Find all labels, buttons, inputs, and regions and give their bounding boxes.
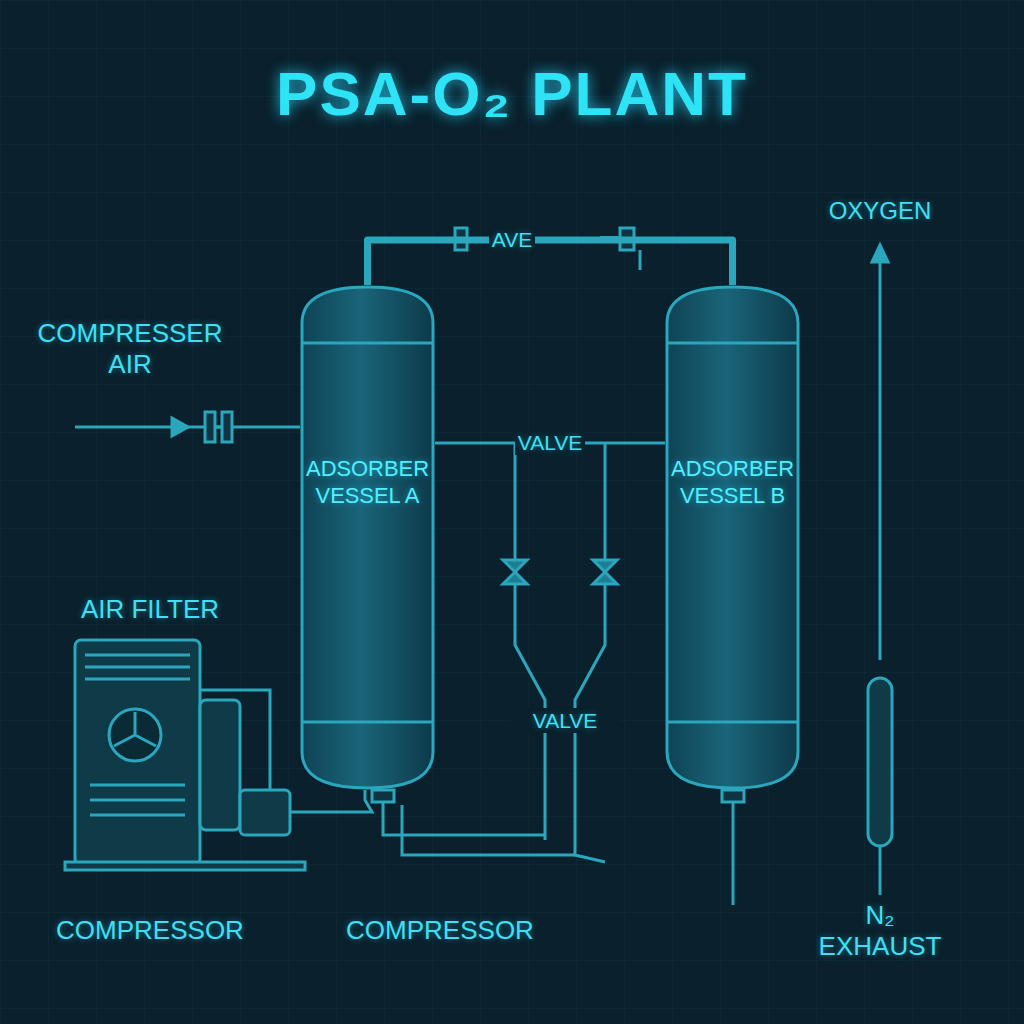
adsorber-vessel: ADSORBER VESSEL B (665, 285, 800, 790)
part-label: COMPRESSOR (40, 915, 260, 946)
vessel-shape (665, 285, 800, 790)
part-label: AIR FILTER (55, 594, 245, 625)
top-pipe (368, 240, 733, 285)
part-label: OXYGEN (810, 197, 950, 226)
part-label: N₂ EXHAUST (810, 900, 950, 962)
part-label: COMPRESSER AIR (30, 318, 230, 380)
adsorber-vessel: ADSORBER VESSEL A (300, 285, 435, 790)
diagram-title: PSA-O₂ PLANT (0, 58, 1024, 129)
part-label: COMPRESSOR (330, 915, 550, 946)
vessel-label: ADSORBER VESSEL B (665, 455, 800, 510)
vessel-label: ADSORBER VESSEL A (300, 455, 435, 510)
edge-label: VALVE (515, 431, 586, 454)
vessel-shape (300, 285, 435, 790)
edge-label: AVE (489, 228, 535, 251)
part-label: VALVE (510, 708, 620, 733)
